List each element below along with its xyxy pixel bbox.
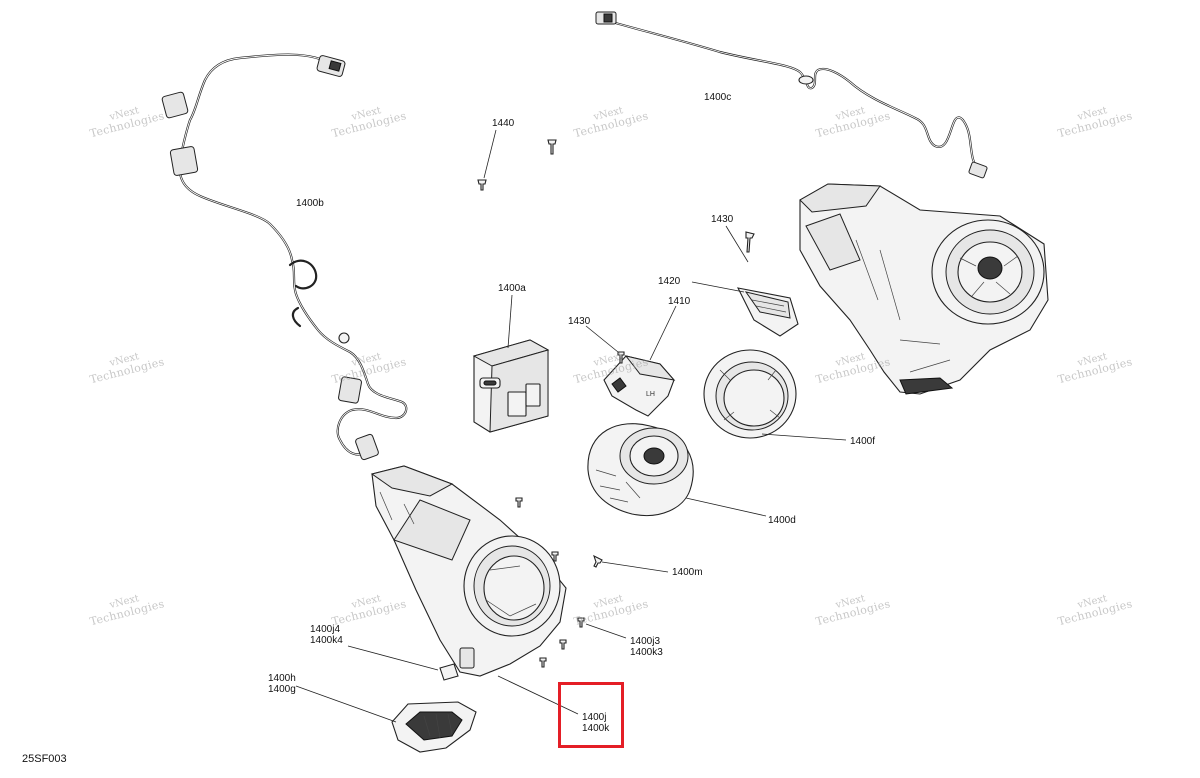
screws-1440 bbox=[477, 129, 557, 191]
callout-1400f: 1400f bbox=[850, 436, 876, 447]
callout-1400m: 1400m bbox=[672, 567, 703, 578]
callout-1440: 1440 bbox=[492, 118, 515, 129]
module-1400a bbox=[472, 294, 550, 433]
dash-assembly bbox=[799, 183, 1049, 395]
callout-1400c: 1400c bbox=[704, 92, 732, 103]
harness-1400c bbox=[595, 11, 988, 179]
callout-1420: 1420 bbox=[658, 276, 681, 287]
vent-1400h bbox=[295, 685, 477, 753]
console-1400j bbox=[370, 465, 579, 715]
harness-1400b bbox=[161, 53, 408, 461]
callout-1400d: 1400d bbox=[768, 515, 796, 526]
callout-1400b: 1400b bbox=[296, 198, 324, 209]
callout-1430-top: 1430 bbox=[711, 214, 734, 225]
console-screws bbox=[515, 497, 669, 668]
speaker-1400d bbox=[587, 423, 767, 517]
svg-text:LH: LH bbox=[646, 391, 655, 398]
diagram-reference-code: 25SF003 bbox=[22, 753, 67, 765]
housing-1410: LH bbox=[585, 305, 677, 417]
callout-1410: 1410 bbox=[668, 296, 691, 307]
highlight-box bbox=[558, 682, 624, 748]
callout-1400a: 1400a bbox=[498, 283, 526, 294]
callout-1430-mid: 1430 bbox=[568, 316, 591, 327]
clip-1400j4 bbox=[347, 645, 459, 681]
ring-1400f bbox=[703, 349, 847, 441]
bracket-1420 bbox=[691, 225, 799, 337]
